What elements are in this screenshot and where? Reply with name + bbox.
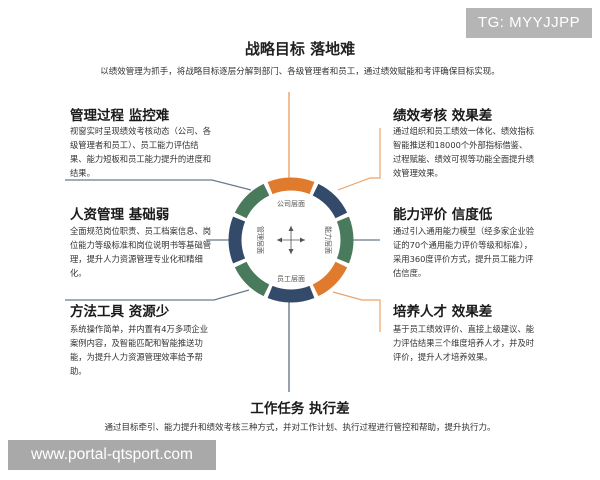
ring-label-right: 能力层面: [324, 226, 333, 254]
connector-bottom-right: [332, 291, 381, 332]
center-arrow-down: [288, 249, 294, 254]
left-text-2: 全面规范岗位职责、员工档案信息、岗位能力等级标准和岗位说明书等基础管理，提升人力…: [70, 226, 212, 278]
ring-segment-top-right: [312, 183, 348, 219]
ring-segment-bottom-right: [312, 261, 348, 297]
left-text-1: 视窗实时呈现绩效考核动态（公司、各级管理者和员工）、员工能力评估结果、能力短板和…: [70, 126, 212, 178]
right-text-2: 通过引入通用能力模型（经多家企业验证的70个通用能力评价等级和标准），采用360…: [393, 226, 535, 278]
ring-segment-bottom-left: [234, 261, 270, 297]
right-title-3: 培养人才 效果差: [393, 304, 493, 320]
ring-segment-bottom: [267, 285, 315, 303]
bottom-title: 工作任务 执行差: [250, 401, 350, 417]
connector-top-right: [337, 128, 381, 191]
ring-label-top: 公司层面: [277, 200, 305, 208]
left-title-3: 方法工具 资源少: [70, 304, 170, 320]
watermark-tg: TG: MYYJJPP: [466, 8, 592, 38]
ring-label-bottom: 员工层面: [277, 275, 305, 283]
right-text-1: 通过组织和员工绩效一体化、绩效指标智能推送和18000个外部指标借鉴、过程赋能、…: [393, 126, 535, 178]
ring-segment-right: [336, 216, 354, 264]
connector-bottom-left: [65, 289, 250, 301]
ring-label-left: 管理层面: [256, 226, 265, 254]
connector-top-left: [65, 179, 252, 191]
top-title: 战略目标 落地难: [244, 40, 356, 58]
ring-segment-left: [228, 216, 246, 264]
bottom-subtitle: 通过目标牵引、能力提升和绩效考核三种方式，并对工作计划、执行过程进行管控和帮助，…: [104, 423, 496, 433]
left-title-1: 管理过程 监控难: [70, 108, 170, 124]
right-title-2: 能力评价 信度低: [393, 207, 493, 223]
watermark-url: www.portal-qtsport.com: [8, 440, 216, 470]
left-title-2: 人资管理 基础弱: [70, 207, 170, 223]
left-text-3: 系统操作简单，并内置有4万多项企业案例内容，及智能匹配和智能推送功能，为提升人力…: [70, 324, 209, 376]
top-subtitle: 以绩效管理为抓手，将战略目标逐层分解到部门、各级管理者和员工，通过绩效赋能和考评…: [100, 67, 500, 77]
right-text-3: 基于员工绩效评价、直接上级建议、能力评估结果三个维度培养人才，并及时评价，提升人…: [393, 324, 535, 362]
center-arrow-up: [288, 226, 294, 231]
center-arrow-right: [300, 237, 305, 243]
ring-segment-top: [267, 177, 315, 195]
ring-segment-top-left: [234, 183, 270, 219]
right-title-1: 绩效考核 效果差: [393, 108, 493, 124]
center-arrow-left: [277, 237, 282, 243]
